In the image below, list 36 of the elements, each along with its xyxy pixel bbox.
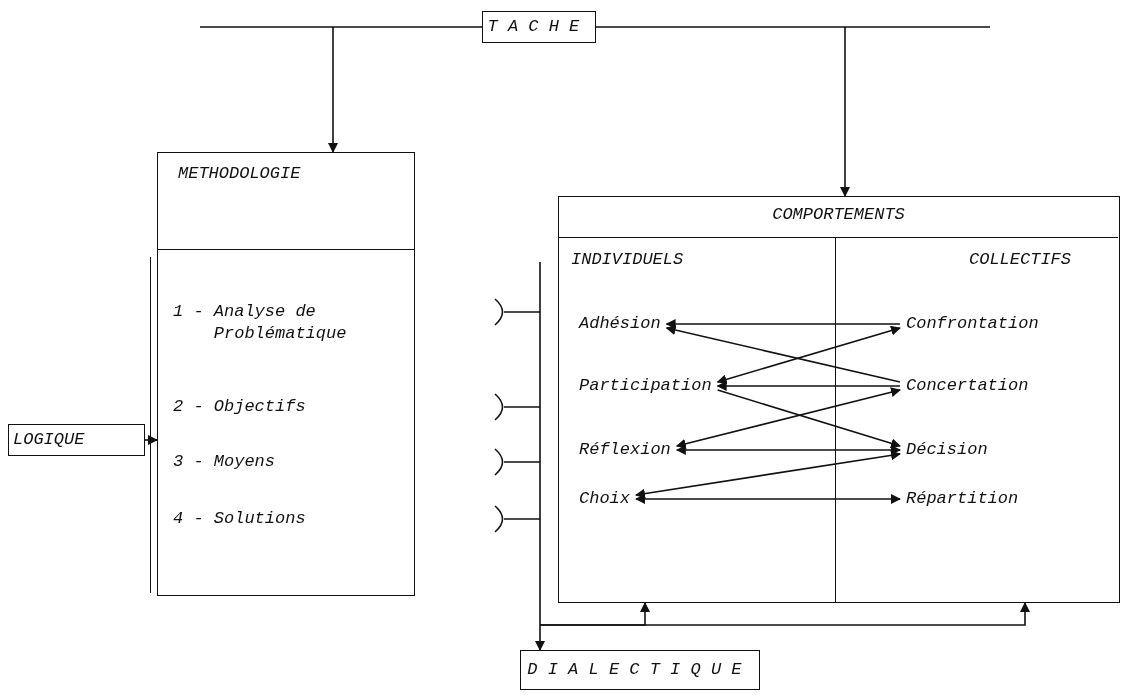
behaviour-label: Choix [579,488,630,510]
behaviour-label: Participation [579,375,712,397]
behaviour-label: Décision [906,439,988,461]
list-item: 2 - Objectifs [173,396,306,418]
behaviour-label: Répartition [906,488,1019,510]
arrow [716,389,901,449]
panel-heading: COMPORTEMENTS [771,204,906,226]
box-label: TACHE [486,16,591,38]
arrow [494,261,545,651]
behaviour-label: Concertation [906,375,1029,397]
behaviour-label: Réflexion [579,439,671,461]
box-label: LOGIQUE [13,429,85,451]
arrow [144,435,158,445]
list-item: 3 - Moyens [173,451,276,473]
arrow [665,325,901,383]
arrow [595,26,991,197]
arrow [716,381,901,391]
arrow [539,602,1030,626]
behaviours-panel [558,196,1120,603]
arrow [675,387,901,449]
arrow [716,325,901,385]
label-box [8,424,145,456]
behaviour-label: Confrontation [906,313,1039,335]
column-heading: COLLECTIFS [969,249,1072,271]
column-heading: INDIVIDUELS [571,249,684,271]
list-item: 4 - Solutions [173,508,306,530]
label-box [520,650,760,690]
arrow [635,494,901,504]
arrow [635,450,901,499]
box-label: DIALECTIQUE [526,659,753,681]
arrow [675,445,901,455]
behaviour-label: Adhésion [579,313,661,335]
arrow [199,26,483,153]
list-item: 1 - Analyse de Problématique [173,301,348,345]
panel-heading: METHODOLOGIE [178,163,301,185]
arrow [665,319,901,329]
